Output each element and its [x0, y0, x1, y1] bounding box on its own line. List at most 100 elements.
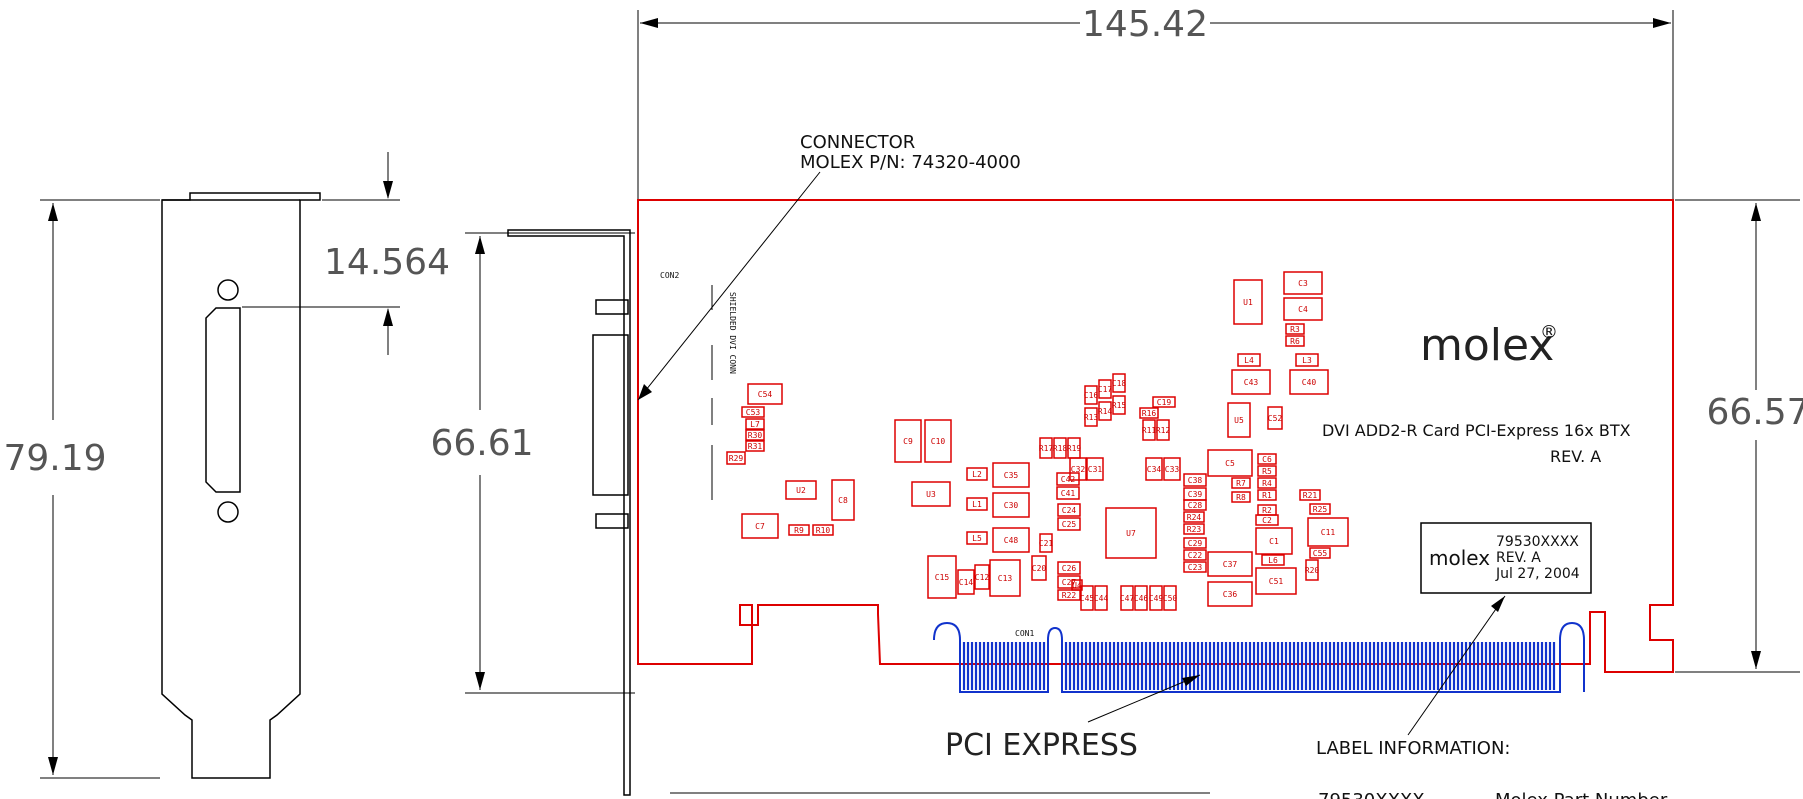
- component-r25: [1309, 503, 1331, 515]
- footer-part: 79530XXXX: [1318, 790, 1425, 799]
- component-u3: [911, 481, 951, 507]
- component-r11: [1142, 419, 1156, 441]
- label-callout: LABEL INFORMATION: 79530XXXX Molex Part …: [670, 595, 1668, 799]
- component-ref: R10: [816, 526, 831, 535]
- component-r13: [1084, 407, 1098, 427]
- con2-label: CON2: [660, 271, 679, 280]
- component-c43: [1231, 369, 1271, 395]
- component-c3: [1283, 271, 1323, 295]
- component-c47: [1120, 585, 1134, 611]
- component-c22: [1183, 549, 1207, 561]
- top-width-dimension: 145.42: [637, 4, 1674, 200]
- component-c46: [1134, 585, 1148, 611]
- component-ref: U2: [796, 486, 806, 495]
- component-ref: R2: [1262, 506, 1272, 515]
- component-c31: [1086, 457, 1104, 481]
- component-r6: [1285, 335, 1305, 347]
- component-c7: [741, 513, 779, 539]
- component-ref: C31: [1088, 465, 1103, 474]
- component-l5: [966, 531, 988, 545]
- component-ref: R6: [1290, 337, 1300, 346]
- dim-66-61: 66.61: [430, 423, 533, 464]
- component-ref: C40: [1302, 378, 1317, 387]
- component-ref: R13: [1084, 413, 1099, 422]
- component-r30: [745, 429, 765, 441]
- pci-express-fingers: [933, 621, 1585, 693]
- shielded-dvi-label: SHIELDED DVI CONN: [728, 292, 737, 374]
- component-ref: L7: [750, 420, 760, 429]
- component-c52: [1267, 406, 1283, 430]
- component-u1: [1233, 279, 1263, 325]
- component-ref: C30: [1004, 501, 1019, 510]
- component-l2: [966, 467, 988, 481]
- component-c45: [1080, 585, 1094, 611]
- component-c27: [1057, 575, 1081, 589]
- component-u5: [1227, 402, 1251, 438]
- component-ref: C5: [1225, 459, 1235, 468]
- component-ref: C34: [1147, 465, 1162, 474]
- component-r12: [1156, 419, 1170, 441]
- dim-145-42: 145.42: [1082, 4, 1208, 45]
- component-c40: [1289, 369, 1329, 395]
- component-ref: C18: [1112, 379, 1127, 388]
- component-r7: [1231, 477, 1251, 489]
- component-ref: R15: [1112, 401, 1127, 410]
- component-c11: [1307, 517, 1349, 547]
- component-ref: R20: [1305, 566, 1320, 575]
- component-ref: C21: [1039, 539, 1054, 548]
- component-ref: U1: [1243, 298, 1253, 307]
- component-ref: C12: [975, 573, 990, 582]
- component-ref: R14: [1098, 407, 1113, 416]
- pci-express-callout: PCI EXPRESS: [945, 674, 1201, 763]
- pcb-outline: [637, 199, 1674, 673]
- component-ref: R31: [748, 442, 763, 451]
- component-ref: C42: [1061, 475, 1076, 484]
- component-ref: C24: [1062, 506, 1077, 515]
- component-ref: C13: [998, 574, 1013, 583]
- component-l3: [1295, 353, 1319, 367]
- component-ref: L4: [1244, 356, 1254, 365]
- board-title: DVI ADD2-R Card PCI-Express 16x BTX: [1322, 421, 1631, 440]
- component-c30: [992, 492, 1030, 518]
- component-r18: [1053, 437, 1067, 459]
- component-u7: [1105, 507, 1157, 559]
- component-ref: C8: [838, 496, 848, 505]
- component-l1: [966, 497, 988, 511]
- component-ref: C2: [1262, 516, 1272, 525]
- component-r10: [812, 524, 834, 536]
- component-ref: R25: [1313, 505, 1328, 514]
- dim-14-564: 14.564: [324, 242, 450, 283]
- component-r29: [726, 451, 746, 465]
- component-ref: R16: [1142, 409, 1157, 418]
- component-r21: [1299, 489, 1321, 501]
- component-ref: R1: [1262, 491, 1272, 500]
- component-ref: C52: [1268, 414, 1283, 423]
- footer-desc: Molex Part Number: [1495, 790, 1668, 799]
- component-c25: [1057, 517, 1081, 531]
- component-c6: [1257, 453, 1277, 465]
- component-ref: C6: [1262, 455, 1272, 464]
- component-c23: [1183, 561, 1207, 573]
- dim-79-19: 79.19: [3, 438, 106, 479]
- component-c36: [1207, 581, 1253, 607]
- component-ref: C44: [1094, 594, 1109, 603]
- component-r9: [788, 524, 810, 536]
- component-c48: [992, 527, 1030, 553]
- component-ref: C29: [1188, 539, 1203, 548]
- component-ref: C41: [1061, 489, 1076, 498]
- component-c51: [1255, 567, 1297, 595]
- component-ref: U4: [1072, 581, 1082, 590]
- component-r16: [1139, 407, 1159, 419]
- component-ref: R4: [1262, 479, 1272, 488]
- component-c21: [1039, 533, 1053, 553]
- component-ref: L6: [1268, 556, 1278, 565]
- component-ref: C11: [1321, 528, 1336, 537]
- component-r20: [1305, 559, 1319, 581]
- component-r15: [1112, 395, 1126, 415]
- con1-label: CON1: [1015, 629, 1034, 638]
- component-l4: [1237, 353, 1261, 367]
- component-ref: C47: [1120, 594, 1135, 603]
- component-u2: [785, 480, 817, 500]
- component-c4: [1283, 297, 1323, 321]
